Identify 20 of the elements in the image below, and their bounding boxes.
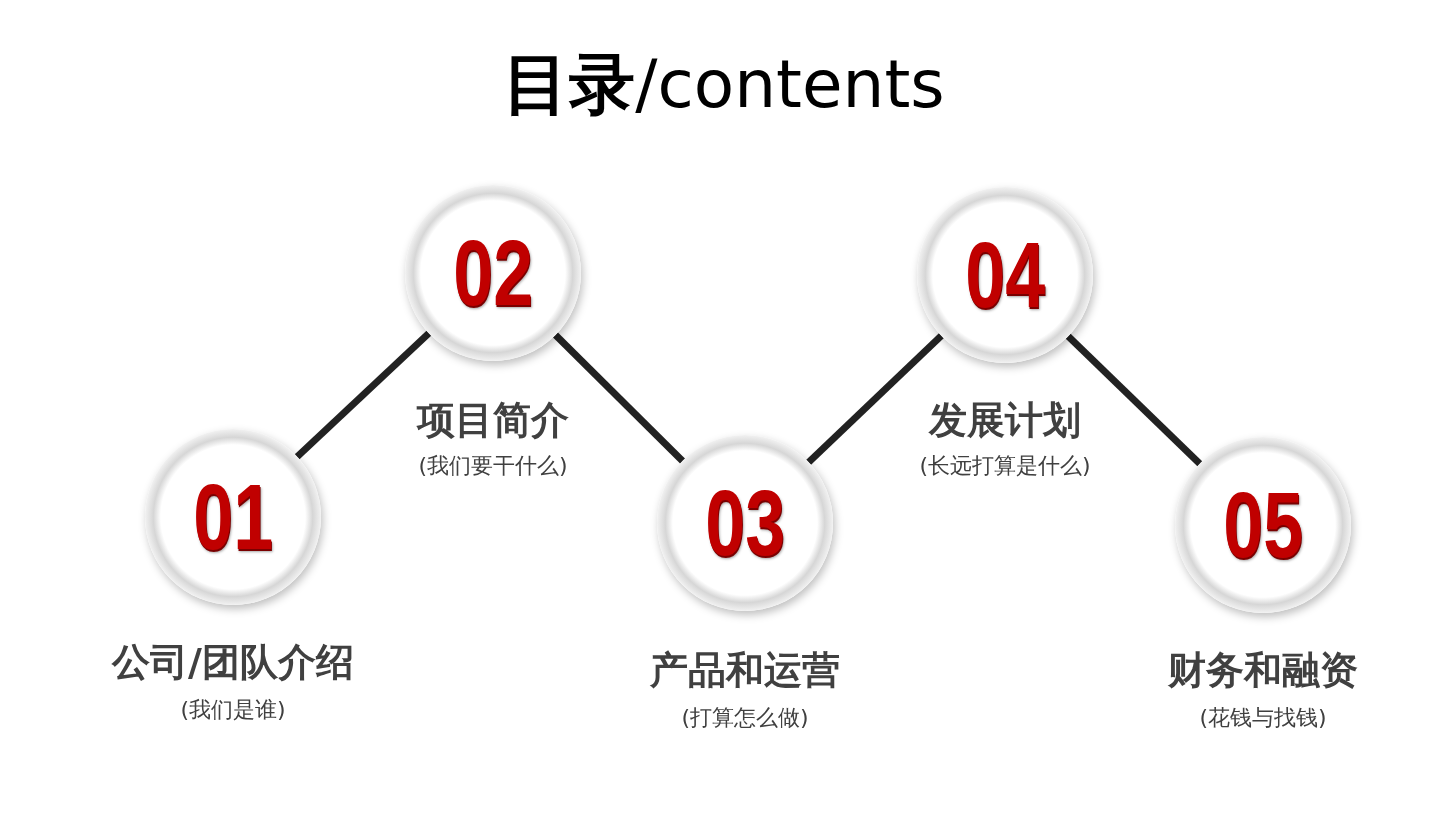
connector-line <box>806 333 944 465</box>
section-title: 产品和运营 <box>650 646 840 694</box>
step-number: 02 <box>453 227 533 319</box>
step-number: 01 <box>193 471 273 563</box>
connector-line <box>553 332 685 464</box>
connector-line <box>294 330 432 460</box>
section-subtitle: (花钱与找钱) <box>1199 704 1327 732</box>
section-subtitle: (我们是谁) <box>180 696 286 724</box>
section-title: 公司/团队介绍 <box>112 638 354 686</box>
title-text: 目录/contents <box>503 46 945 123</box>
section-title: 项目简介 <box>417 396 569 444</box>
section-subtitle: (我们要干什么) <box>418 452 568 480</box>
section-subtitle: (长远打算是什么) <box>919 452 1091 480</box>
section-title: 财务和融资 <box>1168 646 1358 694</box>
step-number: 03 <box>705 477 785 569</box>
step-number: 05 <box>1223 479 1303 571</box>
section-subtitle: (打算怎么做) <box>681 704 809 732</box>
step-number: 04 <box>965 229 1045 321</box>
connector-line <box>1065 333 1203 467</box>
section-title: 发展计划 <box>929 396 1081 444</box>
